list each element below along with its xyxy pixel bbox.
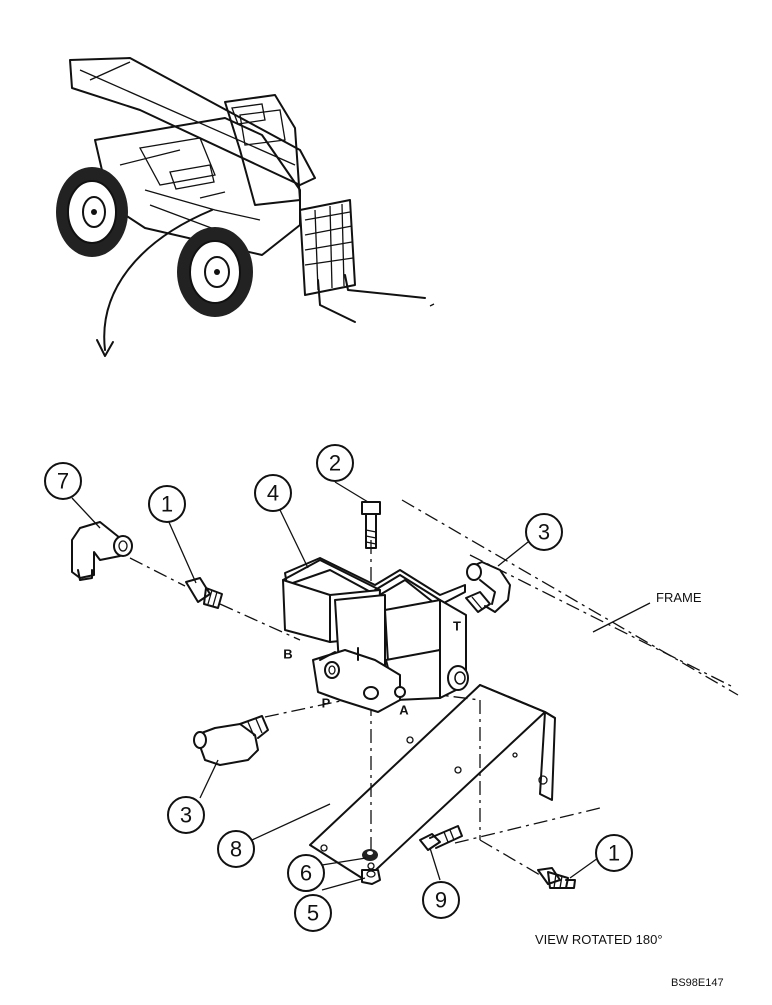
callout-7: 7 xyxy=(44,462,82,500)
telehandler-illustration xyxy=(56,57,435,357)
view-note: VIEW ROTATED 180° xyxy=(535,932,663,947)
callout-4-label: 4 xyxy=(267,481,279,506)
callout-1-bottom: 1 xyxy=(595,834,633,872)
callout-2-label: 2 xyxy=(329,451,341,476)
callout-1-top: 1 xyxy=(148,485,186,523)
port-t-label: T xyxy=(453,619,461,634)
straight-fitting-1-left xyxy=(185,577,223,609)
port-b-label: B xyxy=(283,647,292,662)
callout-8: 8 xyxy=(217,830,255,868)
callout-8-label: 8 xyxy=(230,837,242,862)
port-p-label: P xyxy=(322,696,331,711)
callout-leaders xyxy=(71,481,651,891)
elbow-fitting-3-right xyxy=(465,561,511,613)
callout-1-bottom-label: 1 xyxy=(608,841,620,866)
callout-9-label: 9 xyxy=(435,888,447,913)
callout-5: 5 xyxy=(294,894,332,932)
elbow-fitting-7 xyxy=(71,521,133,581)
callout-4: 4 xyxy=(254,474,292,512)
callout-3-left-label: 3 xyxy=(180,803,192,828)
callout-5-label: 5 xyxy=(307,901,319,926)
elbow-fitting-3-left xyxy=(193,715,269,766)
bolt-2 xyxy=(361,501,381,549)
callout-3-right-label: 3 xyxy=(538,520,550,545)
callout-3-left: 3 xyxy=(167,796,205,834)
callout-1-top-label: 1 xyxy=(161,492,173,517)
nut-5 xyxy=(361,869,381,885)
mounting-bracket-8 xyxy=(309,684,556,881)
callout-2: 2 xyxy=(316,444,354,482)
callout-3-right: 3 xyxy=(525,513,563,551)
callout-6-label: 6 xyxy=(300,861,312,886)
bolt-9 xyxy=(419,825,463,851)
callout-6: 6 xyxy=(287,854,325,892)
straight-fitting-1-bottom xyxy=(537,867,576,889)
callout-7-label: 7 xyxy=(57,469,69,494)
front-wheel xyxy=(177,227,253,317)
port-a-label: A xyxy=(399,703,409,718)
callout-9: 9 xyxy=(422,881,460,919)
solenoid-valve-4 xyxy=(282,557,469,713)
rear-wheel xyxy=(56,167,128,257)
frame-outline xyxy=(401,499,739,696)
drawing-code: BS98E147 xyxy=(671,977,724,989)
washer-6 xyxy=(362,849,378,861)
frame-label: FRAME xyxy=(656,590,702,605)
